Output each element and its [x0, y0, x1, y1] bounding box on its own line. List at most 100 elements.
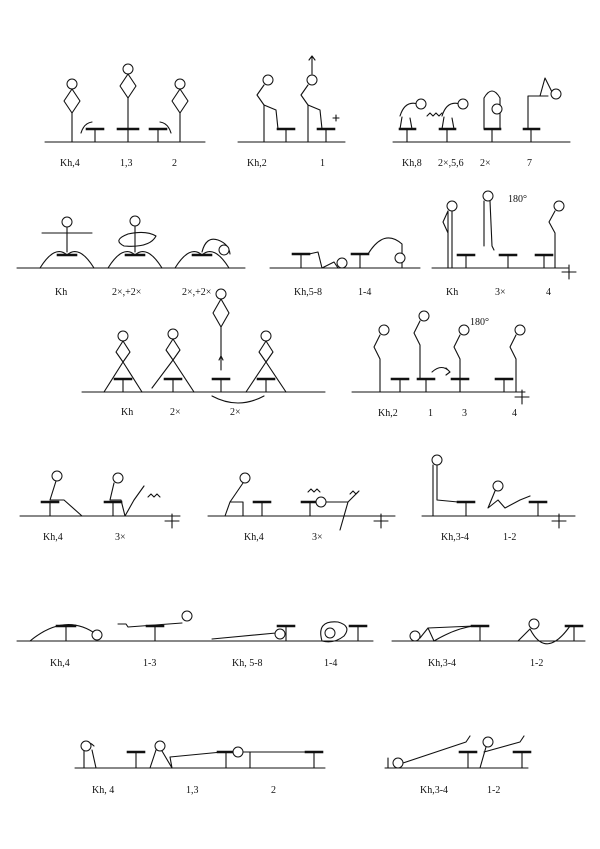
- figure-seated-lean: [103, 472, 161, 517]
- figure-standing: [453, 324, 470, 393]
- count-label: 3: [462, 408, 467, 419]
- count-label: Kh,4: [60, 158, 80, 169]
- count-label: Kh,2: [378, 408, 398, 419]
- count-label: 4: [512, 408, 517, 419]
- figure-straddle-stand: [103, 330, 143, 393]
- figure-incline-lie: [387, 735, 478, 769]
- plus-icon: [551, 513, 567, 529]
- figure-incline-sit: [479, 735, 532, 769]
- count-label: 7: [527, 158, 532, 169]
- figure-lying: [291, 251, 348, 269]
- count-label: 2×: [170, 407, 181, 418]
- count-label: 1-3: [143, 658, 156, 669]
- bounce-icon: [426, 112, 443, 117]
- bench: [390, 377, 514, 393]
- exercise-15: Kh, 4 1,3 2: [74, 740, 326, 796]
- arrow-icon: [80, 121, 93, 134]
- bounce-icon: [307, 488, 360, 495]
- plus-icon: [561, 264, 577, 280]
- count-label: 1-2: [530, 658, 543, 669]
- arrow-up-icon: [308, 55, 316, 75]
- figure-crouch: [80, 740, 146, 769]
- count-label: 1: [428, 408, 433, 419]
- figure-roll: [320, 621, 368, 643]
- count-label: 1,3: [120, 158, 133, 169]
- rotation-note: 180°: [508, 194, 527, 205]
- count-label: 2×,+2×: [182, 287, 211, 298]
- count-label: Kh,5-8: [294, 287, 322, 298]
- figure-standing-bench: [431, 454, 476, 517]
- figure-standing: [442, 200, 458, 269]
- exercise-2: Kh,2 1: [237, 55, 346, 169]
- count-label: 3×: [495, 287, 506, 298]
- figure-straddle-stand: [245, 330, 287, 393]
- exercise-6: 180° Kh 3× 4: [431, 190, 577, 298]
- count-label: 2: [172, 158, 177, 169]
- figure-pike: [517, 618, 584, 645]
- count-label: 1-4: [358, 287, 371, 298]
- count-label: 2×,5,6: [438, 158, 464, 169]
- bench: [85, 127, 168, 143]
- count-label: Kh: [446, 287, 458, 298]
- figure-standing: [548, 200, 565, 269]
- plus-icon: [332, 114, 340, 122]
- count-label: Kh: [121, 407, 133, 418]
- figure-lying-reach: [211, 624, 296, 642]
- exercise-14: Kh,3-4 1-2: [391, 618, 586, 669]
- figure-kneel: [224, 472, 272, 517]
- count-label: 4: [546, 287, 551, 298]
- exercise-3: Kh,8 2×,5,6 2× 7: [392, 77, 571, 169]
- figure-stretch: [527, 77, 562, 130]
- count-label: 1,3: [186, 785, 199, 796]
- figure-squat: [441, 98, 469, 130]
- plus-icon: [514, 389, 530, 405]
- figure-step-up: [256, 74, 279, 143]
- plus-icon: [164, 513, 180, 529]
- figure-plank-flat: [232, 746, 324, 769]
- figure-push: [149, 740, 236, 769]
- exercise-12: Kh,4 1-3: [16, 610, 201, 669]
- bench: [276, 127, 336, 143]
- arrow-up-icon: [218, 355, 224, 361]
- figure-stand-on-bench: [211, 288, 231, 393]
- count-label: 3×: [312, 532, 323, 543]
- count-label: Kh: [55, 287, 67, 298]
- exercise-8: 180° Kh,2 1 3 4: [351, 310, 530, 419]
- figure-standing: [373, 324, 390, 393]
- figure-standing: [159, 78, 189, 143]
- count-label: 2: [271, 785, 276, 796]
- count-label: 3×: [115, 532, 126, 543]
- count-label: Kh, 5-8: [232, 658, 263, 669]
- figure-standing: [119, 63, 137, 130]
- count-label: 1-4: [324, 658, 337, 669]
- figure-lying-bench: [300, 488, 360, 531]
- exercise-4: Kh 2×,+2× 2×,+2×: [16, 215, 246, 298]
- figure-lunge: [487, 480, 548, 517]
- count-label: Kh,8: [402, 158, 422, 169]
- count-label: 1: [320, 158, 325, 169]
- bounce-icon: [147, 493, 161, 498]
- bench: [398, 127, 541, 143]
- count-label: 2×,+2×: [112, 287, 141, 298]
- figure-bridge: [350, 237, 406, 269]
- exercise-10: Kh,4 3×: [207, 472, 396, 543]
- arrow-icon: [159, 121, 172, 134]
- figure-straddle-bend: [174, 238, 231, 269]
- count-label: Kh,4: [43, 532, 63, 543]
- count-label: Kh,3-4: [420, 785, 448, 796]
- exercise-16: Kh,3-4 1-2: [384, 735, 532, 796]
- count-label: 1-2: [503, 532, 516, 543]
- count-label: Kh,2: [247, 158, 267, 169]
- count-label: 2×: [230, 407, 241, 418]
- plus-icon: [373, 513, 389, 529]
- figure-seated-bench: [40, 470, 83, 517]
- figure-squat: [399, 98, 427, 130]
- figure-straddle-stand: [151, 328, 195, 393]
- exercise-5: Kh,5-8 1-4: [269, 237, 421, 298]
- figure-straddle-twist: [107, 215, 163, 269]
- exercise-7: Kh 2× 2×: [81, 288, 326, 418]
- figure-standing: [63, 78, 93, 143]
- figure-squat: [483, 90, 503, 130]
- bench: [456, 253, 554, 269]
